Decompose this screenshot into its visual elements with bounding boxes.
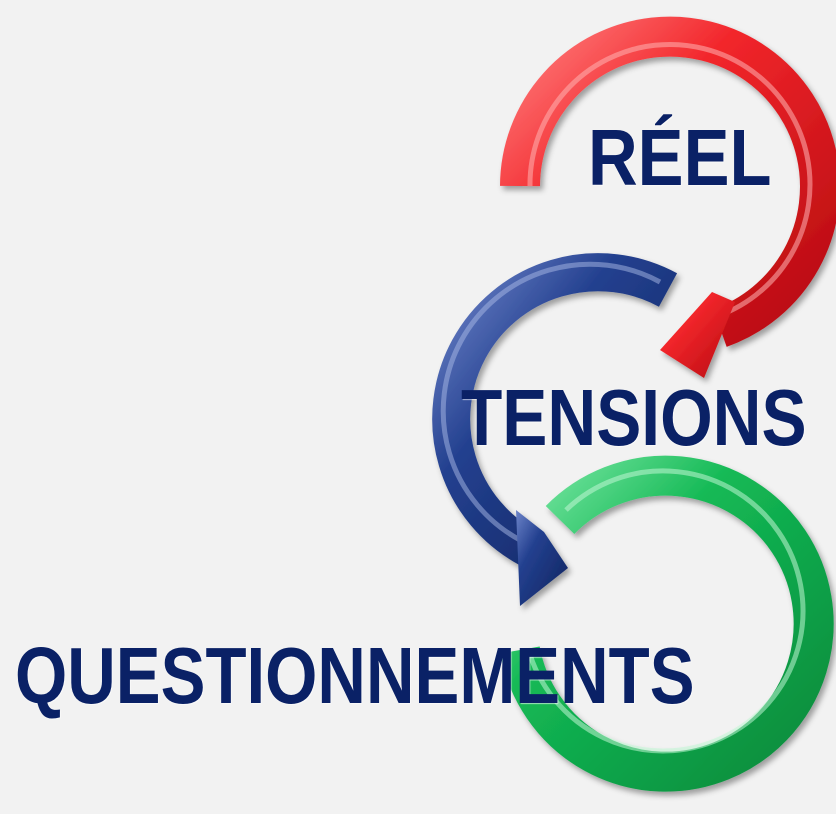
green-arrow-body <box>500 455 834 792</box>
label-questionnements: QUESTIONNEMENTS <box>15 631 695 720</box>
red-arrow-highlight <box>527 42 813 321</box>
blue-arrow-highlight <box>440 261 662 543</box>
label-tensions: TENSIONS <box>461 373 807 462</box>
red-cycle-arrow <box>500 16 836 378</box>
red-arrow-body <box>500 16 836 347</box>
green-cycle-arrow <box>500 455 834 792</box>
blue-arrowhead <box>516 510 568 606</box>
blue-cycle-arrow <box>432 253 678 606</box>
label-reel: RÉEL <box>588 113 772 202</box>
green-arrow-highlight <box>525 468 806 754</box>
red-arrowhead <box>660 292 735 378</box>
